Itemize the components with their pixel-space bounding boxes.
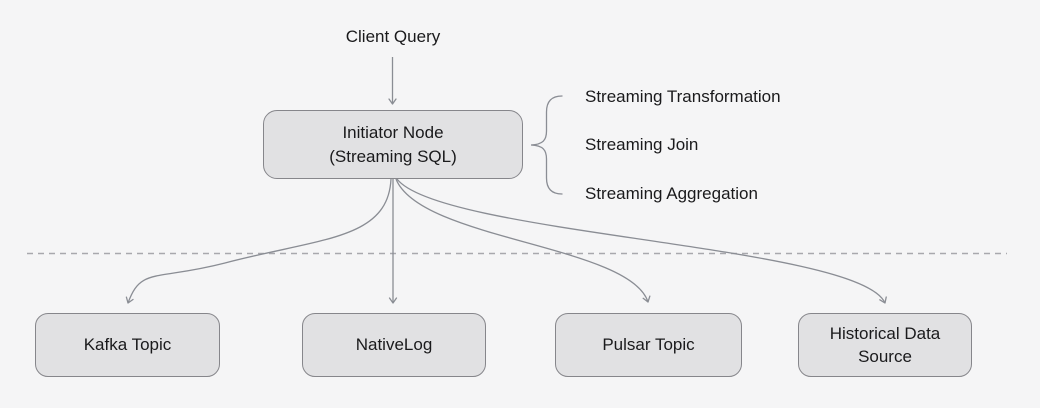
node-historical-data-source: Historical Data Source bbox=[798, 313, 972, 377]
edge-initiator-historical bbox=[396, 178, 887, 304]
initiator-label-line1: Initiator Node bbox=[342, 122, 444, 142]
node-nativelog: NativeLog bbox=[302, 313, 486, 377]
capability-streaming-transformation: Streaming Transformation bbox=[585, 87, 781, 106]
client-query-label: Client Query bbox=[345, 27, 441, 46]
initiator-label-line2: (Streaming SQL) bbox=[329, 146, 457, 166]
node-kafka-topic: Kafka Topic bbox=[35, 313, 220, 377]
brace-icon bbox=[530, 95, 563, 195]
capability-streaming-aggregation: Streaming Aggregation bbox=[585, 184, 758, 203]
node-pulsar-topic: Pulsar Topic bbox=[555, 313, 742, 377]
node-initiator: Initiator Node (Streaming SQL) bbox=[263, 110, 523, 179]
edge-initiator-kafka bbox=[125, 178, 392, 304]
edge-initiator-pulsar bbox=[395, 178, 651, 303]
capability-streaming-join: Streaming Join bbox=[585, 135, 699, 154]
